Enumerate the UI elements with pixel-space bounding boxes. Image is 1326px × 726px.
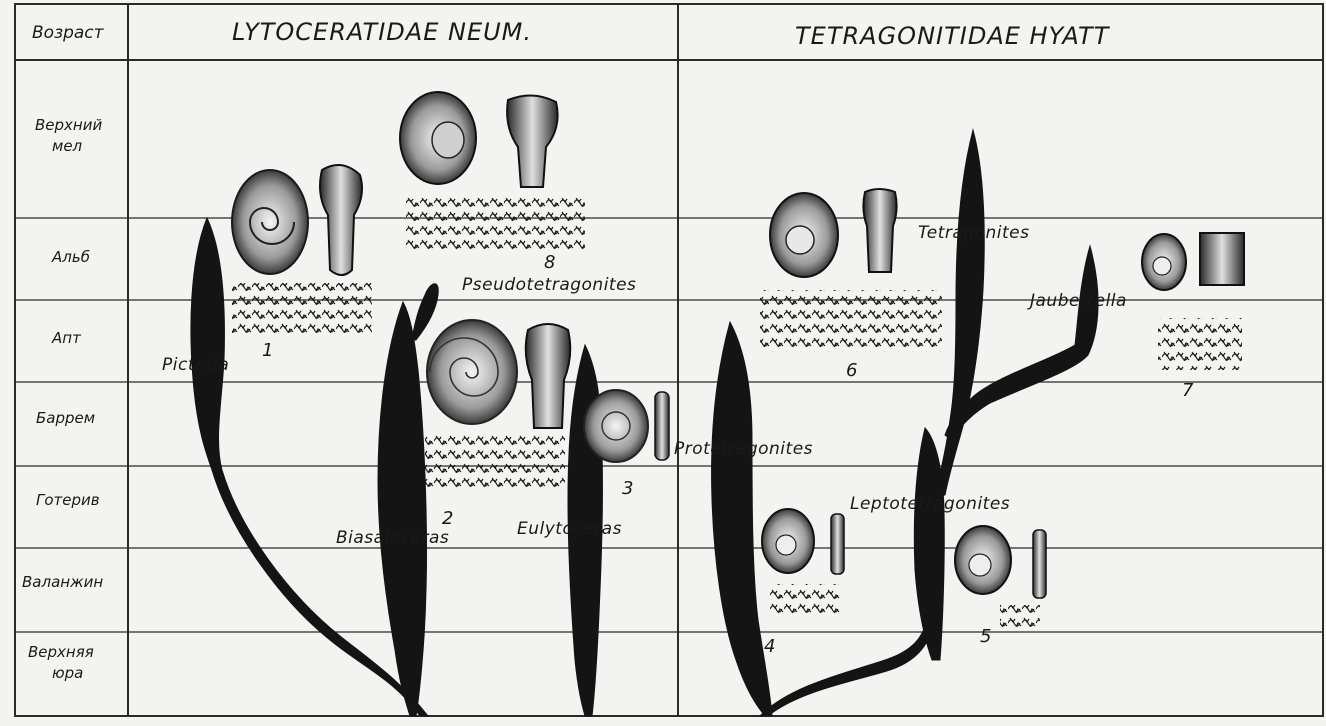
stage-label-albian: Альб [51, 248, 90, 266]
pictetia-side-illustration [320, 165, 362, 275]
jaubertella-side-illustration [1200, 233, 1244, 285]
branch-protetragonites [712, 322, 772, 716]
jaubertella-suture-illustration [1158, 318, 1242, 370]
branch-biasaloceras [378, 302, 427, 716]
figure-number-1: 1 [262, 340, 273, 361]
tetragonites-shell-illustration [770, 193, 838, 277]
branch-leptotetragonites [914, 428, 944, 660]
figure-number-7: 7 [1182, 380, 1194, 401]
biasaloceras-suture-illustration [425, 435, 565, 490]
tetragonites-suture-illustration [760, 290, 942, 352]
figure-number-5: 5 [980, 626, 991, 647]
pseudotetragonites-suture-illustration [405, 198, 585, 253]
figure-number-2: 2 [442, 508, 453, 529]
jaubertella-shell-illustration [1142, 234, 1186, 290]
pictetia-suture-illustration [232, 283, 372, 333]
stage-label-upper-cretaceous-1: Верхний [35, 116, 102, 134]
genus-label-jaubertella: Jaubertella [1027, 291, 1127, 311]
pseudotetragonites-side-illustration [507, 95, 558, 187]
protetragonites-shell-illustration [762, 509, 814, 573]
leptotetragonites-shell-illustration [955, 526, 1011, 594]
stage-label-valanginian: Валанжин [22, 573, 103, 591]
stage-labels: Верхний мел Альб Апт Баррем Готерив Вала… [22, 116, 103, 682]
eulytoceras-side-illustration [655, 392, 669, 460]
family-title-tetragonitidae: TETRAGONITIDAE HYATT [795, 22, 1111, 50]
genus-label-pseudotetragonites: Pseudotetragonites [462, 275, 636, 295]
stage-label-hauterivian: Готерив [36, 491, 100, 509]
branch-biasaloceras-offshoot [412, 284, 438, 340]
leptotetragonites-side-illustration [1033, 530, 1046, 598]
protetragonites-suture-illustration [770, 584, 840, 614]
figure-number-3: 3 [622, 478, 633, 499]
branch-connector [760, 600, 938, 716]
biasaloceras-side-illustration [526, 324, 571, 428]
figure-number-8: 8 [544, 252, 555, 273]
family-title-lytoceratidae: LYTOCERATIDAE NEUM. [232, 18, 532, 46]
genus-label-protetragonites: Protetragonites [674, 439, 813, 459]
age-column-header: Возраст [32, 23, 105, 43]
stage-label-upper-jurassic-1: Верхняя [28, 643, 94, 661]
genus-label-leptotetragonites: Leptotetragonites [850, 494, 1010, 514]
tetragonites-side-illustration [863, 189, 896, 272]
stage-label-upper-jurassic-2: юра [52, 664, 83, 682]
genus-label-tetragonites: Tetragonites [918, 223, 1030, 243]
biasaloceras-shell-illustration [427, 320, 517, 424]
stage-label-barremian: Баррем [36, 409, 95, 427]
leptotetragonites-suture-illustration [1000, 605, 1040, 627]
figure-number-4: 4 [764, 636, 775, 657]
genus-label-biasaloceras: Biasaloceras [336, 528, 449, 548]
branch-tetragonites [935, 130, 984, 495]
pictetia-shell-illustration [232, 170, 308, 274]
eulytoceras-shell-illustration [584, 390, 648, 462]
stage-label-aptian: Апт [51, 329, 82, 347]
pseudotetragonites-shell-illustration [400, 92, 476, 184]
figure-number-6: 6 [846, 360, 857, 381]
stage-label-upper-cretaceous-2: мел [52, 137, 83, 155]
genus-label-eulytoceras: Eulytoceras [517, 519, 622, 539]
genus-label-pictetia: Pictetia [162, 355, 229, 375]
protetragonites-side-illustration [831, 514, 844, 574]
